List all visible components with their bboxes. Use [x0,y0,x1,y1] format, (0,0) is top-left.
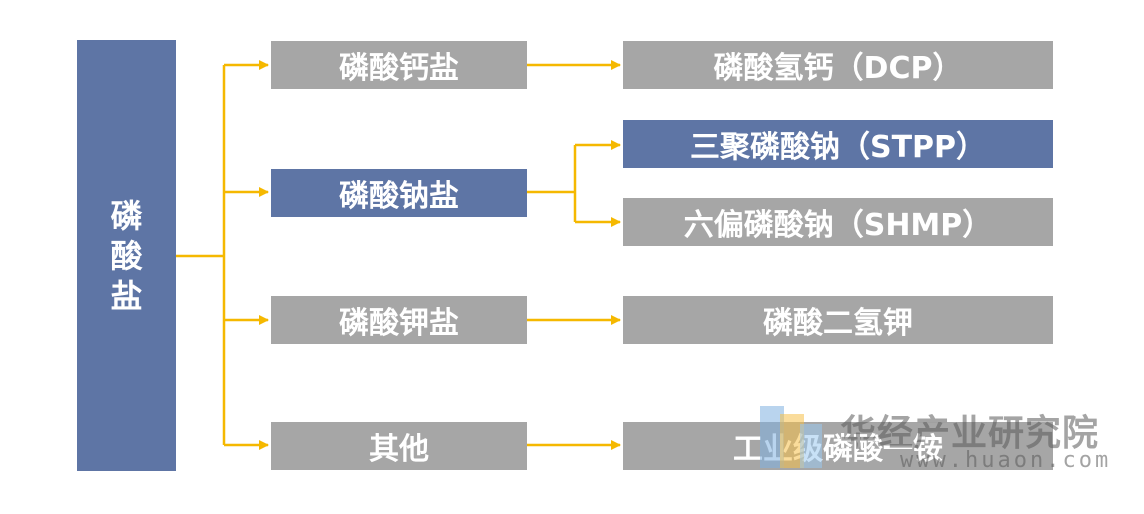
node-kh2po4: 磷酸二氢钾 [623,296,1053,344]
root-char-3: 盐 [110,276,143,315]
node-stpp: 三聚磷酸钠（STPP） [623,120,1053,168]
node-sodium-phosphate: 磷酸钠盐 [271,169,527,217]
watermark: 华经产业研究院 www.huaon.com [760,404,1110,478]
node-dcp: 磷酸氢钙（DCP） [623,41,1053,89]
node-calcium-phosphate: 磷酸钙盐 [271,41,527,89]
node-potassium-phosphate: 磷酸钾盐 [271,296,527,344]
node-other: 其他 [271,422,527,470]
root-node-phosphate: 磷 酸 盐 [77,40,176,471]
watermark-url: www.huaon.com [900,448,1112,473]
root-char-2: 酸 [110,236,143,275]
watermark-logo-icon [760,406,822,468]
node-shmp: 六偏磷酸钠（SHMP） [623,198,1053,246]
watermark-name: 华经产业研究院 [840,413,1100,454]
root-char-1: 磷 [110,196,143,235]
